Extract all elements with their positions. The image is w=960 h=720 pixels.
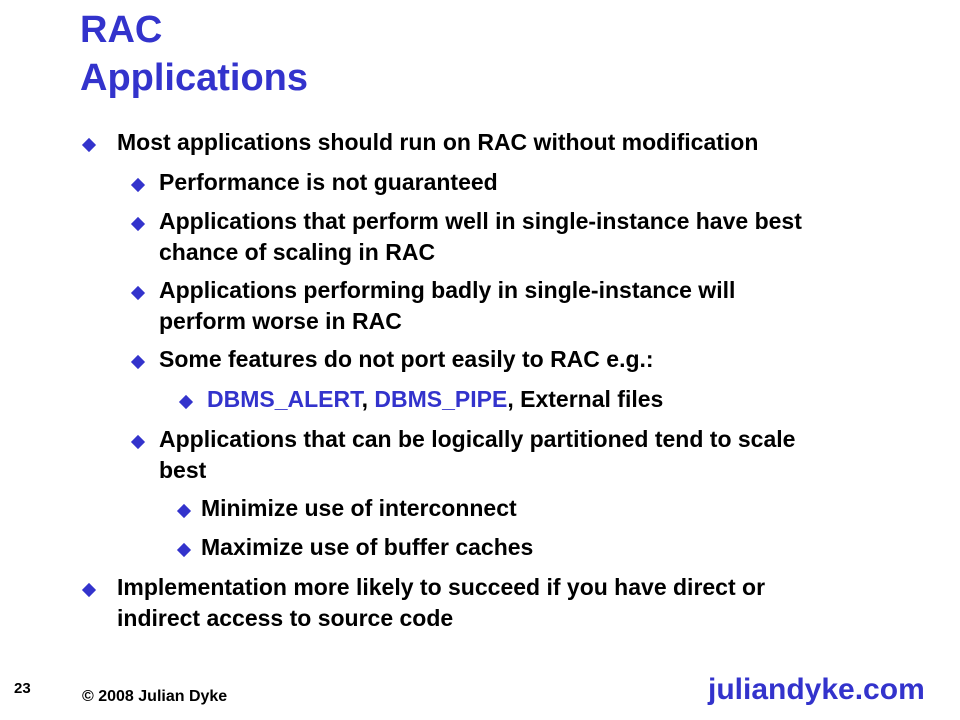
bullet-item-continued: best [159,457,207,483]
bullet-item: Most applications should run on RAC with… [117,129,759,155]
keyword-dbms-pipe: DBMS_PIPE [374,386,508,412]
external-files-text: , External files [507,386,664,412]
bullet-item-continued: perform worse in RAC [159,308,402,334]
slide-title: RAC Applications [80,6,308,102]
diamond-bullet-icon [81,137,97,153]
diamond-bullet-icon [176,542,192,558]
copyright-text: © 2008 Julian Dyke [82,688,228,705]
bullet-item: Applications performing badly in single-… [159,277,736,303]
keyword-dbms-alert: DBMS_ALERT [207,386,362,412]
bullet-item-continued: chance of scaling in RAC [159,239,436,265]
diamond-bullet-icon [176,503,192,519]
bullet-item: Applications that perform well in single… [159,208,802,234]
diamond-bullet-icon [130,177,146,193]
bullet-item: DBMS_ALERT, DBMS_PIPE, External files [207,384,663,415]
page-number: 23 [14,680,31,697]
title-line-1: RAC [80,9,163,51]
bullet-item: Implementation more likely to succeed if… [117,574,766,600]
bullet-item: Applications that can be logically parti… [159,426,796,452]
diamond-bullet-icon [178,394,194,410]
site-logo: juliandyke.com [708,673,925,706]
diamond-bullet-icon [130,354,146,370]
bullet-item-continued: indirect access to source code [117,605,454,631]
title-line-2: Applications [80,57,309,99]
bullet-item: Maximize use of buffer caches [201,534,534,560]
separator: , [361,386,375,412]
bullet-item: Performance is not guaranteed [159,169,498,195]
diamond-bullet-icon [130,434,146,450]
diamond-bullet-icon [81,582,97,598]
bullet-item: Some features do not port easily to RAC … [159,346,654,372]
diamond-bullet-icon [130,285,146,301]
diamond-bullet-icon [130,216,146,232]
bullet-item: Minimize use of interconnect [201,495,517,521]
